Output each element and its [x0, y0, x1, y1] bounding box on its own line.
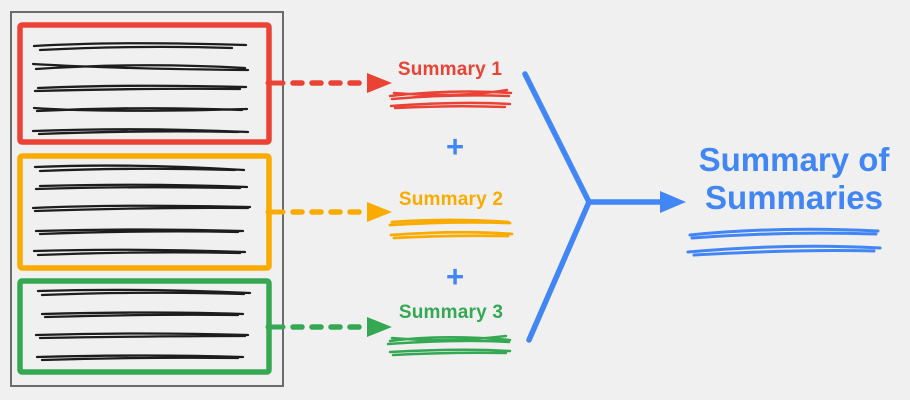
- summary-1-label: Summary 1: [397, 59, 503, 80]
- summary-3-label: Summary 3: [398, 302, 504, 323]
- summary-1-scribble: [388, 88, 513, 110]
- section-2-text-scribbles: [31, 164, 252, 257]
- orange-dashed-arrow-icon: [265, 202, 392, 222]
- red-dashed-arrow-icon: [265, 73, 392, 93]
- source-document-outline: [10, 11, 284, 387]
- plus-icon: +: [445, 129, 465, 164]
- section-1-text-scribbles: [31, 42, 250, 136]
- summary-3-scribble: [386, 334, 512, 357]
- summary-2-label: Summary 2: [398, 189, 504, 210]
- summary-2-scribble: [388, 218, 514, 240]
- merge-arrow-icon: [522, 71, 686, 343]
- document-section-3: [17, 278, 272, 375]
- result-scribble: [686, 227, 882, 257]
- result-title-line1: Summary of: [698, 141, 890, 178]
- document-section-1: [17, 22, 272, 145]
- plus-icon: +: [445, 259, 465, 294]
- document-section-2: [17, 153, 272, 271]
- section-3-text-scribbles: [34, 288, 252, 362]
- green-dashed-arrow-icon: [265, 317, 392, 337]
- result-title-line2: Summaries: [705, 179, 883, 216]
- result-title: Summary of Summaries: [699, 141, 890, 217]
